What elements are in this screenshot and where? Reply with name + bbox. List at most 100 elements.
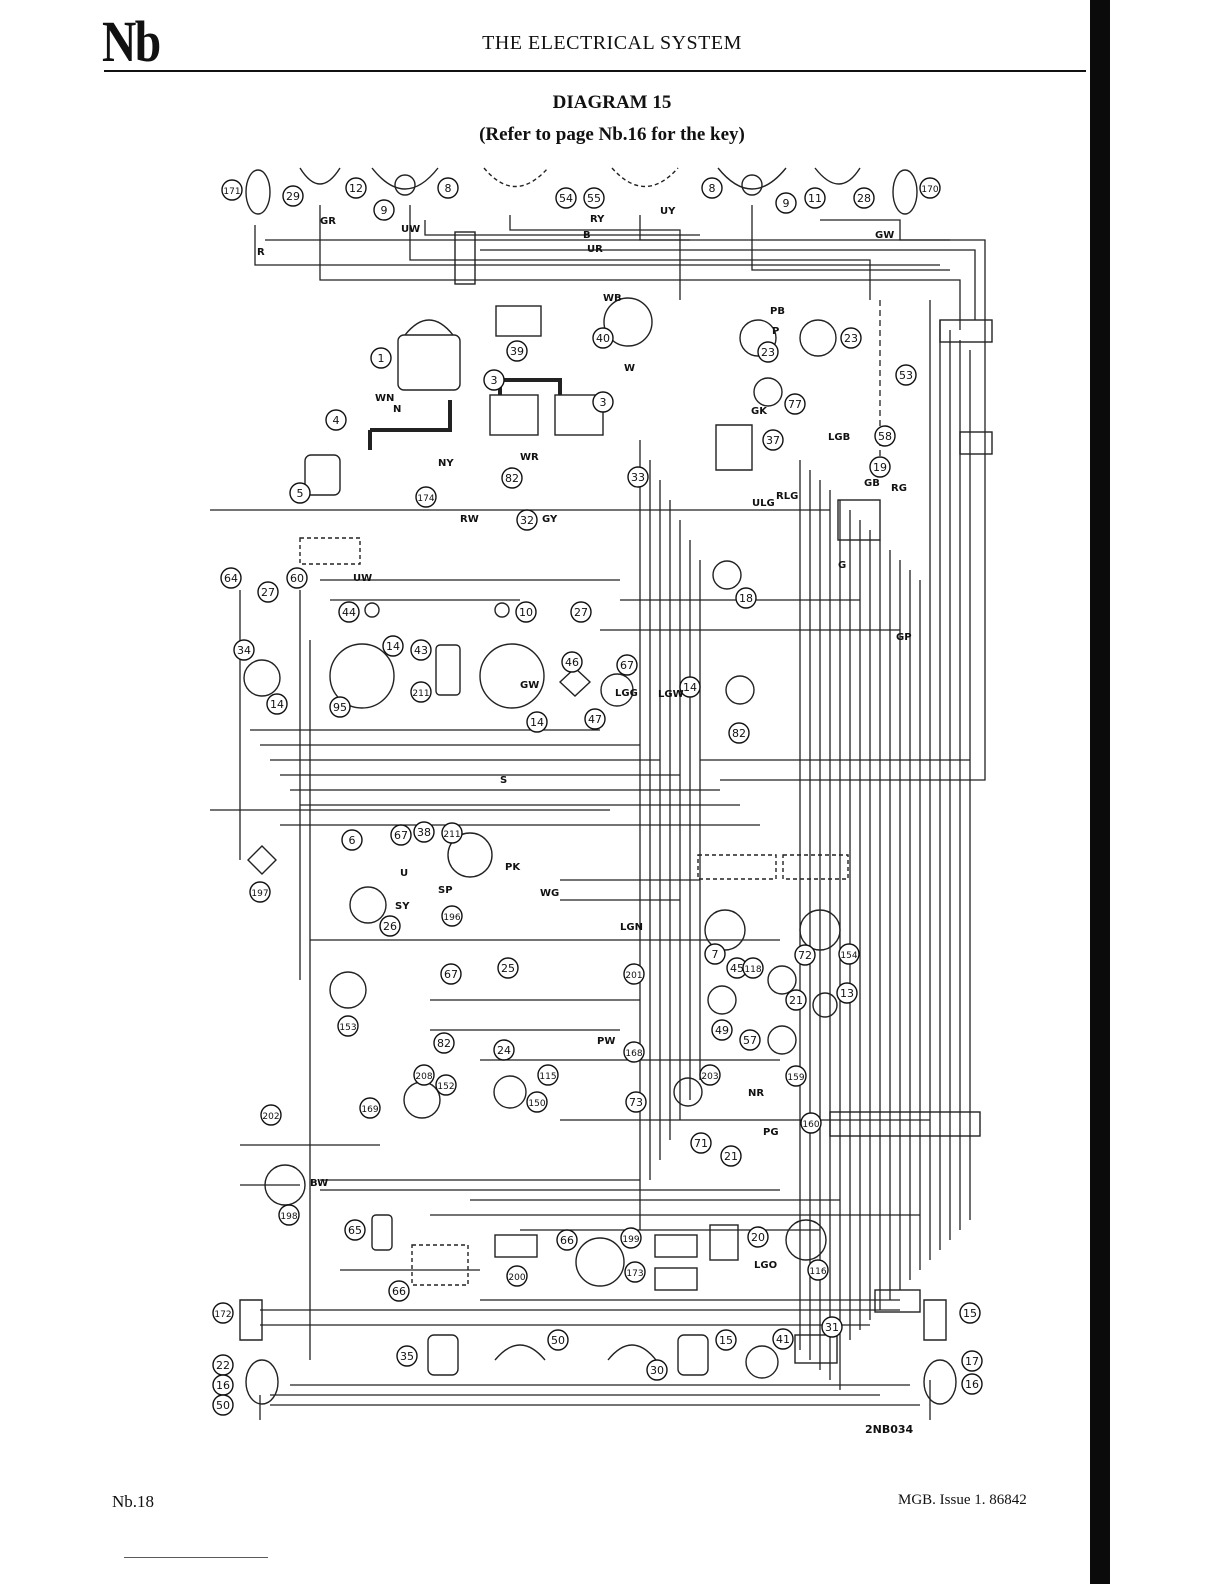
svg-text:67: 67 [620, 659, 634, 672]
component-callout-14: 14 [526, 711, 548, 733]
component-callout-47: 47 [584, 708, 606, 730]
svg-text:17: 17 [965, 1355, 979, 1368]
header-rule [104, 70, 1086, 72]
svg-text:14: 14 [270, 698, 284, 711]
component-callout-27: 27 [570, 601, 592, 623]
component-callout-77: 77 [784, 393, 806, 415]
svg-text:67: 67 [394, 829, 408, 842]
svg-text:7: 7 [712, 948, 719, 961]
footer-issue-line: MGB. Issue 1. 86842 [898, 1492, 1027, 1508]
wire-code-label: GB [864, 478, 880, 489]
section-mark: Nb [102, 9, 161, 74]
wire-code-label: SP [438, 885, 453, 896]
svg-text:73: 73 [629, 1096, 643, 1109]
component-callout-38: 38 [413, 821, 435, 843]
component-callout-71: 71 [690, 1132, 712, 1154]
svg-text:82: 82 [732, 727, 746, 740]
component-callout-55: 55 [583, 187, 605, 209]
svg-text:50: 50 [216, 1399, 230, 1412]
wire-code-label: WN [375, 393, 394, 404]
component-callout-211: 211 [410, 681, 432, 703]
wire-code-label: GK [751, 406, 768, 417]
component-callout-171: 171 [221, 179, 243, 201]
component-callout-33: 33 [627, 466, 649, 488]
wire-code-label: G [838, 560, 846, 571]
svg-text:40: 40 [596, 332, 610, 345]
page-edge-bar [1090, 0, 1110, 1584]
component-callout-22: 22 [212, 1354, 234, 1376]
svg-text:172: 172 [214, 1310, 231, 1320]
component-callout-45: 45 [726, 957, 748, 979]
component-callout-25: 25 [497, 957, 519, 979]
svg-text:211: 211 [443, 830, 460, 840]
component-callout-95: 95 [329, 696, 351, 718]
svg-text:174: 174 [417, 494, 434, 504]
wire-code-label: LGB [828, 432, 850, 443]
svg-text:31: 31 [825, 1321, 839, 1334]
component-callout-73: 73 [625, 1091, 647, 1113]
wire-code-label: W [624, 363, 635, 374]
svg-text:16: 16 [216, 1379, 230, 1392]
wire-code-label: B [583, 230, 591, 241]
svg-text:152: 152 [437, 1082, 454, 1092]
component-callout-21: 21 [785, 989, 807, 1011]
wire-code-label: UW [401, 224, 420, 235]
component-layer [239, 167, 993, 1405]
svg-text:154: 154 [840, 951, 857, 961]
wire-code-label: RLG [776, 491, 798, 502]
component-callout-14: 14 [679, 676, 701, 698]
svg-text:47: 47 [588, 713, 602, 726]
diagram-subtitle: (Refer to page Nb.16 for the key) [479, 124, 745, 145]
svg-text:71: 71 [694, 1137, 708, 1150]
drawing-number: 2NB034 [865, 1423, 914, 1436]
svg-text:16: 16 [965, 1378, 979, 1391]
component-callout-18: 18 [735, 587, 757, 609]
svg-text:55: 55 [587, 192, 601, 205]
footer-blue-rule [124, 1557, 268, 1558]
component-callout-44: 44 [338, 601, 360, 623]
wire-code-label: N [393, 404, 401, 415]
component-callout-43: 43 [410, 639, 432, 661]
component-callout-173: 173 [624, 1261, 646, 1283]
component-callout-160: 160 [800, 1112, 822, 1134]
svg-text:170: 170 [921, 185, 938, 195]
svg-text:118: 118 [744, 965, 761, 975]
component-callout-17: 17 [961, 1350, 983, 1372]
component-callout-16: 16 [961, 1373, 983, 1395]
svg-text:33: 33 [631, 471, 645, 484]
component-callout-8: 8 [437, 177, 459, 199]
svg-text:10: 10 [519, 606, 533, 619]
wire-code-label: RY [590, 214, 605, 225]
svg-text:208: 208 [415, 1072, 432, 1082]
wire-code-layer: BRGRUWRYUYURGWWBPBPWGKLGBWNNNYWRRGRLGULG… [257, 206, 912, 1271]
component-callout-200: 200 [506, 1265, 528, 1287]
svg-text:95: 95 [333, 701, 347, 714]
wire-code-label: U [400, 868, 408, 879]
component-callout-20: 20 [747, 1226, 769, 1248]
component-callout-50: 50 [212, 1394, 234, 1416]
svg-text:153: 153 [339, 1023, 356, 1033]
component-callout-46: 46 [561, 651, 583, 673]
svg-text:12: 12 [349, 182, 363, 195]
svg-text:65: 65 [348, 1224, 362, 1237]
component-callout-154: 154 [838, 943, 860, 965]
component-callout-198: 198 [278, 1204, 300, 1226]
wire-code-label: LGW [658, 689, 684, 700]
svg-text:160: 160 [802, 1120, 819, 1130]
component-callout-203: 203 [699, 1064, 721, 1086]
component-callout-159: 159 [785, 1065, 807, 1087]
svg-text:60: 60 [290, 572, 304, 585]
svg-text:21: 21 [724, 1150, 738, 1163]
component-callout-16: 16 [212, 1374, 234, 1396]
wire-code-label: P [772, 326, 779, 337]
svg-text:29: 29 [286, 190, 300, 203]
component-callout-64: 64 [220, 567, 242, 589]
svg-text:197: 197 [251, 889, 268, 899]
svg-text:9: 9 [783, 197, 790, 210]
component-callout-5: 5 [289, 482, 311, 504]
component-callout-9: 9 [373, 199, 395, 221]
wire-code-label: NR [748, 1088, 764, 1099]
component-callout-37: 37 [762, 429, 784, 451]
svg-text:38: 38 [417, 826, 431, 839]
svg-text:32: 32 [520, 514, 534, 527]
